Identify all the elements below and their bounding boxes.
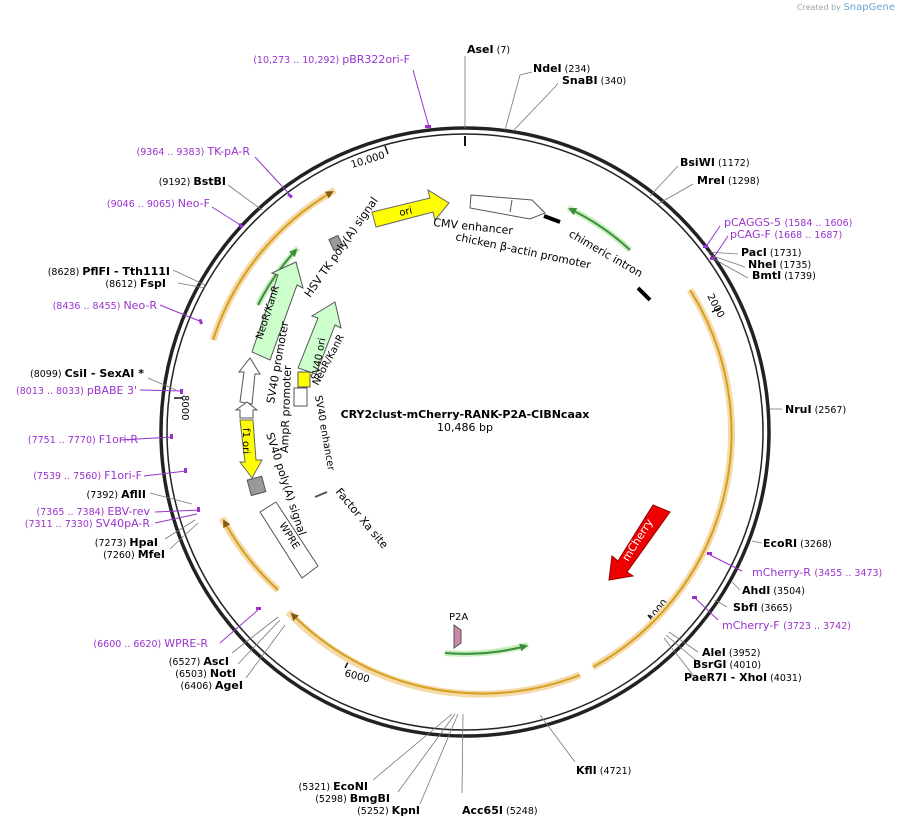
enzyme-label: BmtI (1739) [752,269,816,282]
orf-line-left-1 [223,519,279,591]
primer-label: (10,273 .. 10,292) pBR322ori-F [253,53,410,66]
intron-end-mark [636,286,652,302]
enzyme-label: (8099) CsiI - SexAI * [30,367,144,380]
primer-label: pCAG-F (1668 .. 1687) [730,228,842,241]
orf-arc-cibn [285,609,582,698]
ori-label: ori [398,205,413,218]
primer-labels: (10,273 .. 10,292) pBR322ori-F (9364 .. 9… [16,53,882,650]
enzyme-label: (7392) AflII [87,488,146,501]
enzyme-label: SbfI (3665) [733,601,792,614]
orf-line-left-2 [212,190,334,341]
primer-label: mCherry-R (3455 .. 3473) [752,566,882,579]
enzyme-leaders [147,56,782,805]
enzyme-label: AhdI (3504) [742,584,805,597]
tick-10000 [384,145,389,155]
primer-label: pCAGGS-5 (1584 .. 1606) [724,216,852,229]
enzyme-label: (8628) PflFI - Tth111I [48,265,170,278]
p2a-marker [453,624,462,649]
enzyme-label: NruI (2567) [785,403,846,416]
f1-ori-label: f1 ori [240,428,251,454]
enzyme-label: (5321) EcoNI [299,780,369,793]
primer-marks [170,125,715,610]
enzyme-labels: AseI (7) NdeI (234)SnaBI (340) BsiWI (1172… [30,43,846,817]
ampr-promoter-label: AmpR promoter [278,365,294,453]
snapgene-brand: Created by SnapGene [796,2,895,13]
primer-label: (8436 .. 8455) Neo-R [53,299,158,312]
enzyme-label: NdeI (234) [533,62,590,75]
orf-arc-left-1 [218,516,281,593]
primer-label: (6600 .. 6620) WPRE-R [93,637,208,650]
primer-label: (7539 .. 7560) F1ori-F [33,469,142,482]
primer-label: (7365 .. 7384) EBV-rev [37,505,151,518]
enzyme-label: PaeR7I - XhoI (4031) [684,671,802,684]
primer-label: (7311 .. 7330) SV40pA-R [25,517,151,530]
enzyme-label: (7260) MfeI [103,548,165,561]
primer-label: (9364 .. 9383) TK-pA-R [137,145,251,158]
primer-label: (9046 .. 9065) Neo-F [107,197,210,210]
cmv-enhancer-arrow [469,194,546,220]
neo-green-arc-line [257,248,298,306]
primer-leaders [119,69,743,644]
enzyme-label: AleI (3952) [702,646,760,659]
enzyme-label: Acc65I (5248) [462,804,538,817]
factor-xa-label: Factor Xa site [333,486,391,552]
enzyme-label: BsiWI (1172) [680,156,750,169]
sv40-polya-box [246,475,267,497]
tick-label-10000: 10,000 [350,150,387,171]
factor-xa-mark [314,491,328,498]
plasmid-length: 10,486 bp [437,421,493,434]
p2a-label: P2A [449,612,468,623]
enzyme-label: (6406) AgeI [180,679,243,692]
intron-start-mark [543,214,561,224]
primer-label: mCherry-F (3723 .. 3742) [722,619,851,632]
f1-ori-arrow [239,419,263,479]
neor-kanr-arrow-2 [297,301,342,375]
enzyme-label: NheI (1735) [748,258,811,271]
cmv-divider [509,199,513,213]
enzyme-label: (5252) KpnI [357,804,420,817]
hsv-tk-polya-label: HSV TK poly(A) signal [302,195,381,300]
enzyme-label: AseI (7) [467,43,510,56]
enzyme-label: (8612) FspI [105,277,166,290]
backbone-inner [166,133,764,731]
ampr-promoter-arrow [234,401,259,419]
enzyme-label: (9192) BstBI [159,175,226,188]
cibn-green-arc-line [444,643,528,655]
sv40-promoter-arrow [237,357,261,405]
enzyme-label: (5298) BmgBI [315,792,390,805]
wpre-box [259,501,319,579]
hsv-tk-polya-box [328,234,344,252]
enzyme-label: KflI (4721) [576,764,631,777]
tick-2000 [711,307,721,313]
enzyme-label: BsrGI (4010) [693,658,761,671]
sv40-enhancer-box [293,387,308,407]
enzyme-label: SnaBI (340) [562,74,626,87]
sv40-enhancer-label: SV40 enhancer [312,395,336,473]
orf-line-mcherry-rank [592,289,733,668]
enzyme-label: (7273) HpaI [95,536,158,549]
neor-kanr-arrow-1 [251,261,304,361]
intron-arc-line [568,208,631,251]
ori-arrow [371,188,450,228]
enzyme-label: PacI (1731) [741,246,801,259]
primer-label: (8013 .. 8033) pBABE 3' [16,384,137,397]
enzyme-label: MreI (1298) [697,174,760,187]
primer-label: (7751 .. 7770) F1ori-R [28,433,138,446]
tick-label-8000: 8000 [179,395,190,420]
sv40-ori-box [297,371,311,388]
chimeric-intron-label: chimeric intron [567,227,645,280]
orf-line-cibn [290,612,581,695]
plasmid-name: CRY2clust-mCherry-RANK-P2A-CIBNcaax [341,408,590,421]
enzyme-label: EcoRI (3268) [763,537,832,550]
enzyme-label: (6527) AscI [169,655,229,668]
mcherry-arrow [608,504,671,581]
enzyme-label: (6503) NotI [175,667,236,680]
